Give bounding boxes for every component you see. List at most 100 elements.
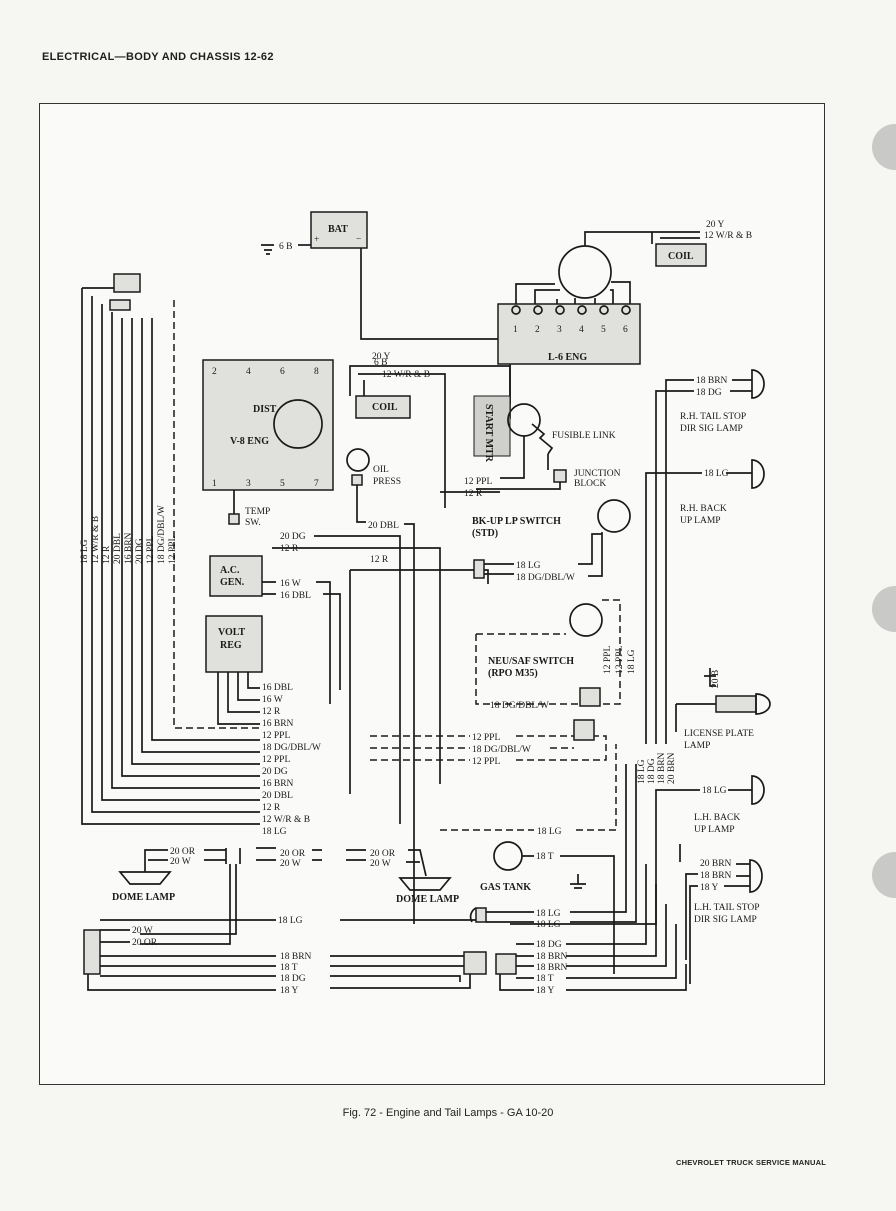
wire-label: 20 Y bbox=[706, 220, 725, 230]
wire-label: 18 DG bbox=[696, 388, 722, 398]
svg-text:R.H. BACK: R.H. BACK bbox=[680, 504, 727, 514]
svg-text:OIL: OIL bbox=[373, 465, 389, 475]
license-plate-lamp: LICENSE PLATE LAMP bbox=[684, 693, 771, 751]
harness-wire-label: 16 BRN bbox=[124, 532, 134, 564]
svg-text:DOME LAMP: DOME LAMP bbox=[112, 892, 175, 903]
wire-label: 18 LG bbox=[516, 561, 541, 571]
harness-wire-label: 20 DG bbox=[262, 767, 288, 777]
wire-label: 18 LG bbox=[536, 920, 561, 930]
wire-label: 18 Y bbox=[700, 883, 719, 893]
dome-lamp-left: DOME LAMP bbox=[112, 871, 175, 903]
cylinder-number: 1 bbox=[513, 325, 518, 335]
wire-label: 18 BRN bbox=[536, 952, 568, 962]
svg-text:GEN.: GEN. bbox=[220, 577, 245, 588]
wire-label: 20 OR bbox=[370, 849, 396, 859]
wire-label: 18 DG/DBL/W bbox=[490, 701, 549, 711]
wire-label: 18 DG bbox=[536, 940, 562, 950]
wire-label: 12 R bbox=[280, 544, 299, 554]
wire-label: 20 OR bbox=[132, 938, 158, 948]
voltage-regulator: VOLT REG bbox=[205, 615, 263, 673]
svg-text:JUNCTION: JUNCTION bbox=[574, 469, 621, 479]
harness-wire-label: 12 W/R & B bbox=[262, 815, 310, 825]
wire-label: 12 R bbox=[464, 489, 483, 499]
gas-tank-unit: GAS TANK bbox=[480, 841, 531, 893]
svg-text:NEU/SAF SWITCH: NEU/SAF SWITCH bbox=[488, 656, 574, 667]
harness-wire-label: 12 W/R & B bbox=[91, 516, 101, 564]
svg-text:LAMP: LAMP bbox=[684, 741, 710, 751]
wire-label: 16 DBL bbox=[280, 591, 311, 601]
wire-label: 12 PPL bbox=[464, 477, 492, 487]
junction-block: JUNCTION BLOCK bbox=[553, 469, 621, 489]
svg-text:BLOCK: BLOCK bbox=[574, 479, 606, 489]
distributor-l6 bbox=[558, 245, 612, 299]
page-tab-marker bbox=[872, 852, 896, 898]
wire-label: 18 DG/DBL/W bbox=[516, 573, 575, 583]
svg-text:L-6 ENG: L-6 ENG bbox=[548, 352, 587, 363]
wire-label: 18 LG bbox=[627, 649, 637, 674]
start-motor: START MTR bbox=[473, 395, 541, 463]
wire-label: 18 LG bbox=[637, 759, 647, 784]
wire-label: 18 T bbox=[536, 974, 554, 984]
lh-backup-lamp: L.H. BACK UP LAMP bbox=[694, 775, 765, 835]
wire-label: 18 BRN bbox=[280, 952, 312, 962]
harness-wire-label: 18 LG bbox=[262, 827, 287, 837]
wire-label: 12 W/R & B bbox=[704, 231, 752, 241]
wire-label: 18 BRN bbox=[657, 752, 667, 784]
wire-label: 20 W bbox=[132, 926, 153, 936]
svg-text:DIST: DIST bbox=[253, 404, 277, 415]
wire-label: 12 PPL bbox=[472, 733, 500, 743]
coil-v8: COIL bbox=[355, 395, 411, 419]
svg-text:LICENSE PLATE: LICENSE PLATE bbox=[684, 729, 754, 739]
wire-label: 20 DG bbox=[280, 532, 306, 542]
dome-lamp-right: DOME LAMP bbox=[396, 877, 459, 905]
wire-label: 18 LG bbox=[536, 909, 561, 919]
spark-plug-terminal bbox=[511, 305, 521, 315]
rear-connector bbox=[83, 929, 101, 975]
wire-label: 18 DG bbox=[280, 974, 306, 984]
harness-wire-label: 12 PPL bbox=[262, 755, 290, 765]
svg-text:REG: REG bbox=[220, 640, 242, 651]
svg-text:BK-UP LP SWITCH: BK-UP LP SWITCH bbox=[472, 516, 561, 527]
figure-caption: Fig. 72 - Engine and Tail Lamps - GA 10-… bbox=[342, 1107, 554, 1119]
temp-switch: TEMP SW. bbox=[228, 507, 270, 528]
wire-label: 20 W bbox=[170, 857, 191, 867]
wire-label: 18 LG bbox=[704, 469, 729, 479]
svg-text:START MTR: START MTR bbox=[483, 404, 494, 463]
harness-wire-label: 18 LG bbox=[80, 539, 90, 564]
svg-text:UP LAMP: UP LAMP bbox=[694, 825, 735, 835]
svg-text:DIR SIG LAMP: DIR SIG LAMP bbox=[694, 915, 757, 925]
svg-text:TEMP: TEMP bbox=[245, 507, 270, 517]
cylinder-number: 6 bbox=[280, 367, 285, 377]
wire-label: 18 LG bbox=[702, 786, 727, 796]
wire-label: 12 R bbox=[370, 555, 389, 565]
svg-text:(RPO M35): (RPO M35) bbox=[488, 668, 538, 679]
wire-label: 12 PPL bbox=[603, 646, 613, 674]
svg-text:UP LAMP: UP LAMP bbox=[680, 516, 721, 526]
neutral-safety-switch: NEU/SAF SWITCH (RPO M35) bbox=[488, 603, 603, 679]
wire-label: 18 Y bbox=[536, 986, 555, 996]
wire-label: 20 BRN bbox=[667, 752, 677, 784]
cylinder-number: 3 bbox=[557, 325, 562, 335]
svg-text:L.H. TAIL STOP: L.H. TAIL STOP bbox=[694, 903, 760, 913]
wire-label: 20 W bbox=[280, 859, 301, 869]
wire-label: 20 BRN bbox=[700, 859, 732, 869]
cylinder-number: 8 bbox=[314, 367, 319, 377]
cylinder-number: 5 bbox=[280, 479, 285, 489]
rh-backup-lamp: R.H. BACK UP LAMP bbox=[680, 459, 765, 526]
harness-wire-label: 12 R bbox=[102, 545, 112, 564]
wire-label: 6 B bbox=[374, 358, 387, 368]
wire-label: 18 BRN bbox=[700, 871, 732, 881]
wire-label: 18 LG bbox=[537, 827, 562, 837]
harness-wire-label: 12 R bbox=[262, 707, 281, 717]
wire-label: 20 OR bbox=[280, 849, 306, 859]
harness-wire-label: 16 BRN bbox=[262, 719, 294, 729]
cylinder-number: 4 bbox=[579, 325, 584, 335]
svg-text:PRESS: PRESS bbox=[373, 477, 401, 487]
